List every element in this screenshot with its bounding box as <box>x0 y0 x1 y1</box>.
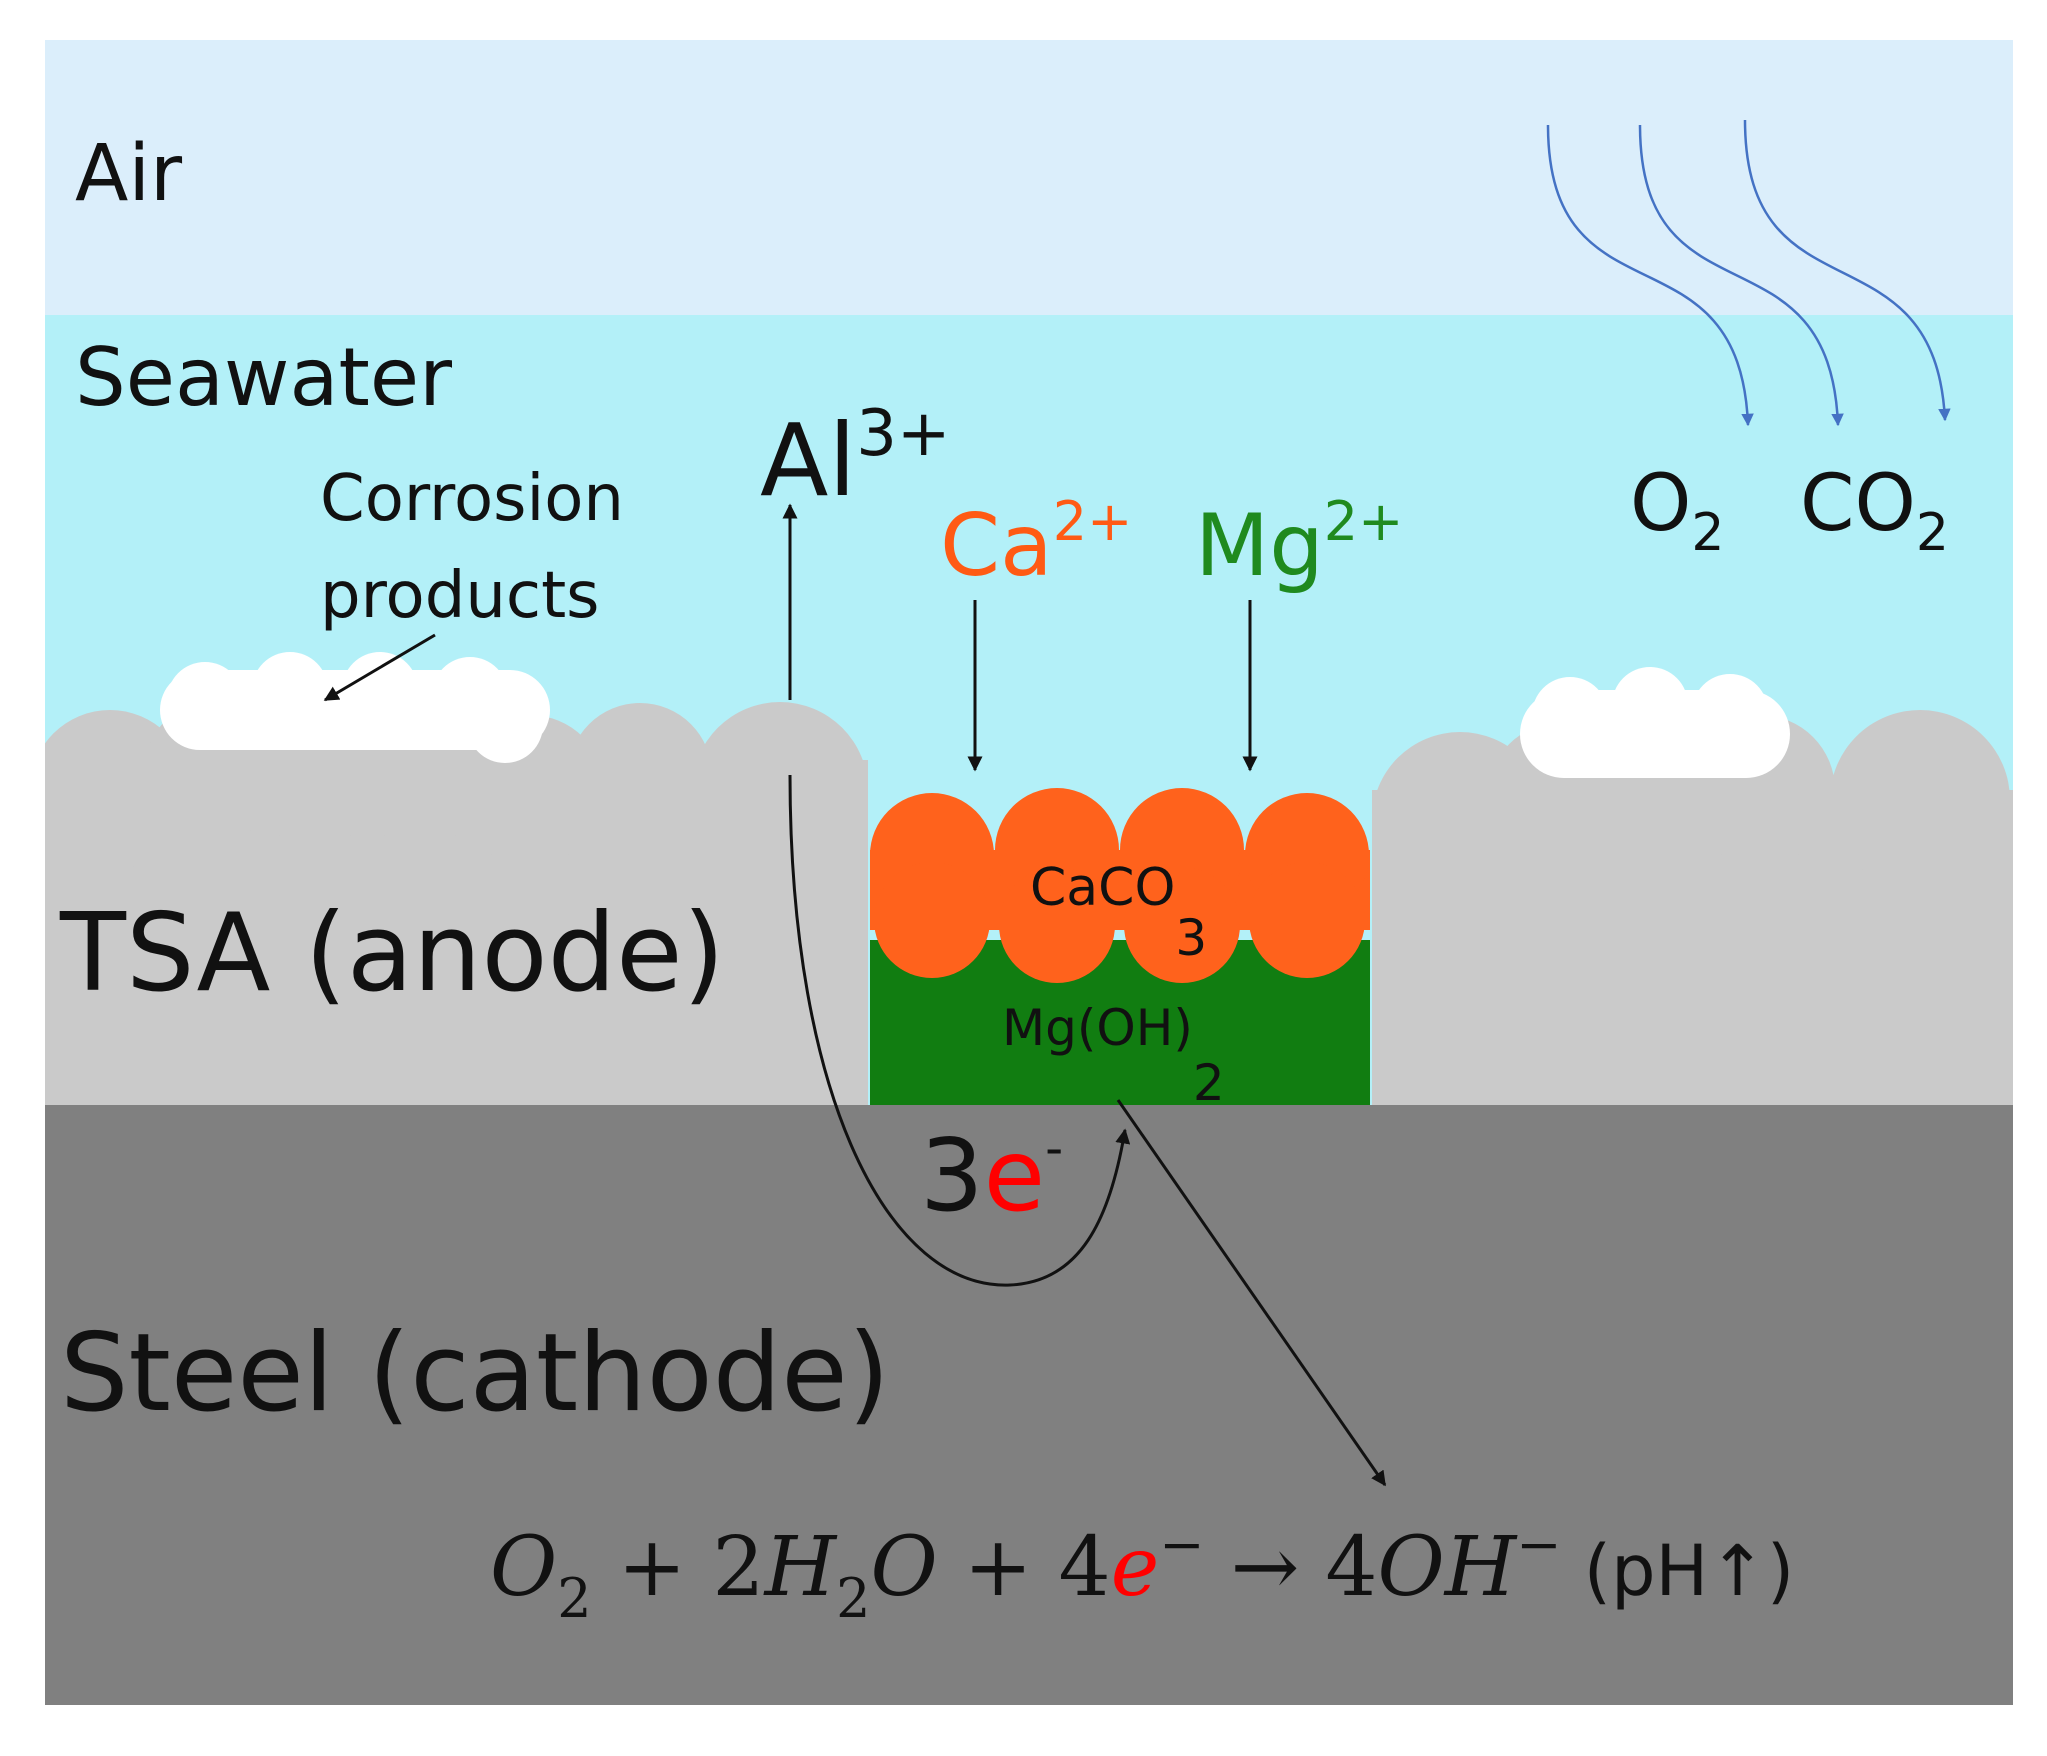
oxygen-reduction-equation: O2 + 2H2O + 4e− → 4OH− (pH↑) <box>490 1513 1794 1630</box>
steel-label: Steel (cathode) <box>60 1311 890 1436</box>
electrons-label: 3e- <box>920 1117 1063 1234</box>
ca-ion-charge: 2+ <box>1053 490 1133 553</box>
corrosion-product-left <box>160 652 550 763</box>
gas-arrow-2 <box>1638 124 1844 427</box>
corrosion-products-pointer <box>323 633 436 702</box>
caco3-label: CaCO3 <box>1030 858 1207 967</box>
seawater-label: Seawater <box>75 331 452 424</box>
tsa-label: TSA (anode) <box>59 891 725 1016</box>
co2-label: CO2 <box>1800 459 1949 563</box>
reaction-arrows <box>323 503 1387 1487</box>
equation-electron: e <box>1111 1520 1160 1615</box>
mg-ion-label: Mg2+ <box>1195 490 1403 596</box>
corrosion-products-label-line2: products <box>320 559 600 633</box>
mg-ion-charge: 2+ <box>1324 490 1404 553</box>
oxygen-reduction-arrow <box>1116 1099 1387 1487</box>
gas-arrow-1 <box>1546 124 1754 427</box>
steel-region <box>45 1105 2013 1705</box>
o2-label: O2 <box>1630 459 1725 563</box>
al-ion-label: Al3+ <box>760 397 951 519</box>
tsa-left-block <box>45 700 868 1110</box>
mgoh2-label: Mg(OH)2 <box>1002 999 1225 1112</box>
corrosion-product-right <box>1520 667 1790 778</box>
caco3-layer <box>870 788 1370 983</box>
corrosion-products-label-line1: Corrosion <box>320 462 624 536</box>
air-region <box>45 40 2013 315</box>
al-ion-charge: 3+ <box>856 397 950 471</box>
gas-diffusion-arrows <box>1546 119 1951 427</box>
electron-symbol: e <box>984 1117 1046 1234</box>
gas-arrow-3 <box>1743 119 1951 422</box>
air-label: Air <box>75 129 183 219</box>
ca-ion-label: Ca2+ <box>940 490 1132 596</box>
ph-increase-note: (pH↑) <box>1562 1530 1795 1612</box>
electron-path-arrow <box>788 774 1131 1287</box>
